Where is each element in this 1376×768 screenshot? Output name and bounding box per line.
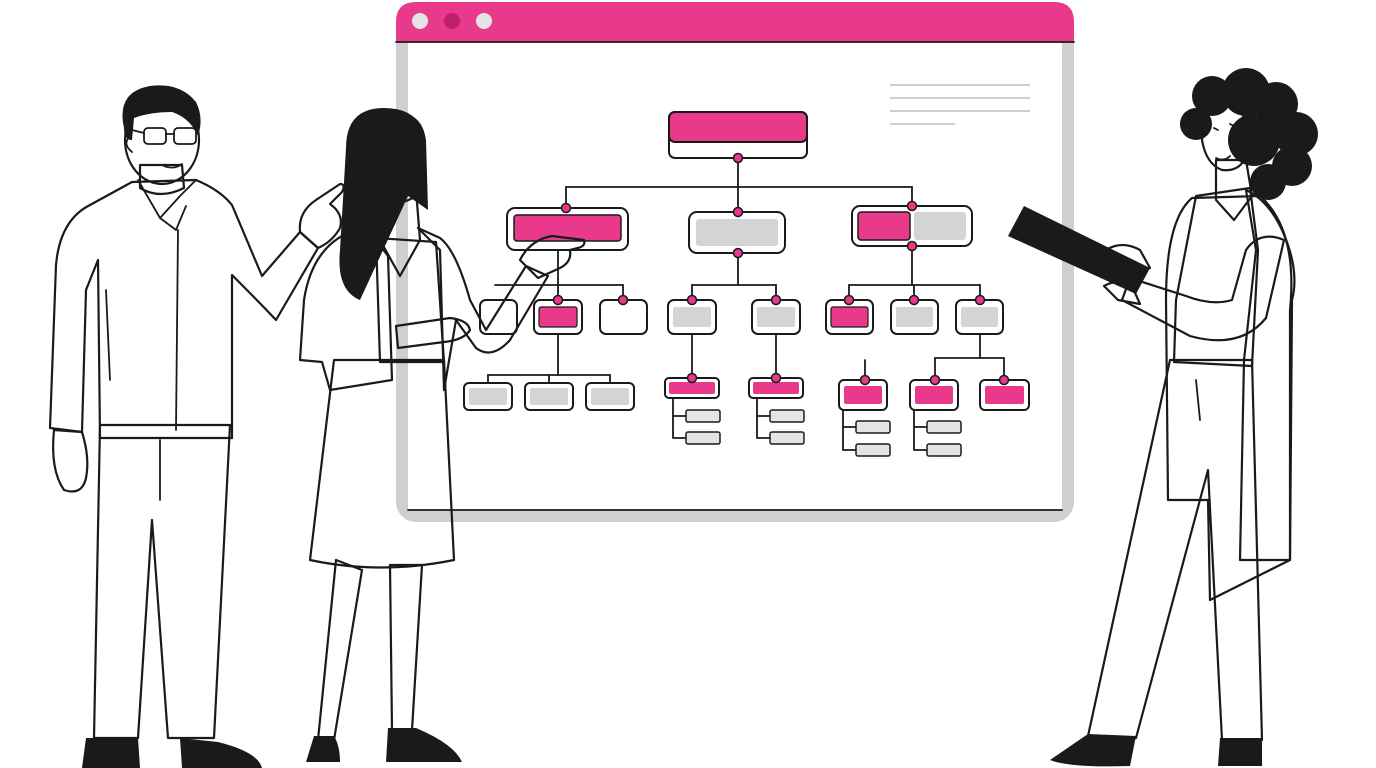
shoe-left — [306, 736, 340, 762]
org-node-leaves — [685, 409, 962, 457]
person-woman-tablet — [1008, 68, 1318, 767]
window-dot-middle — [444, 13, 460, 29]
org-node-level4 — [463, 377, 1030, 411]
shoe-right — [180, 738, 262, 768]
browser-window — [395, 2, 1075, 522]
hand-left — [394, 316, 472, 350]
connector-dots — [552, 152, 1010, 386]
window-title-bar — [396, 2, 1074, 42]
window-dot-left — [412, 13, 428, 29]
hair — [339, 108, 428, 300]
shoe-left — [82, 738, 140, 768]
window-dot-right — [476, 13, 492, 29]
org-node-level2-middle — [688, 211, 786, 254]
org-node-level2-left — [506, 207, 629, 251]
shoe-right — [386, 728, 462, 762]
skirt — [308, 358, 456, 569]
chart-connectors — [487, 157, 1005, 451]
hair — [122, 85, 201, 140]
pointing-hand — [298, 182, 345, 250]
hand-right — [518, 234, 586, 280]
head — [1200, 103, 1249, 172]
org-node-level3 — [479, 299, 1004, 335]
org-node-level2-right — [851, 205, 973, 247]
shirt — [48, 178, 320, 440]
coat — [1164, 194, 1293, 602]
person-man-glasses — [48, 85, 345, 768]
shoe-right — [1218, 738, 1262, 766]
jacket-left — [298, 230, 394, 392]
pants — [1086, 358, 1264, 742]
shoe-left — [1050, 734, 1136, 767]
person-woman-presenting — [298, 108, 586, 762]
placeholder-text-lines — [890, 84, 1030, 125]
jacket-right — [416, 226, 550, 392]
org-chart — [463, 111, 1030, 457]
org-node-root — [668, 111, 808, 159]
glasses-icon — [131, 127, 197, 145]
